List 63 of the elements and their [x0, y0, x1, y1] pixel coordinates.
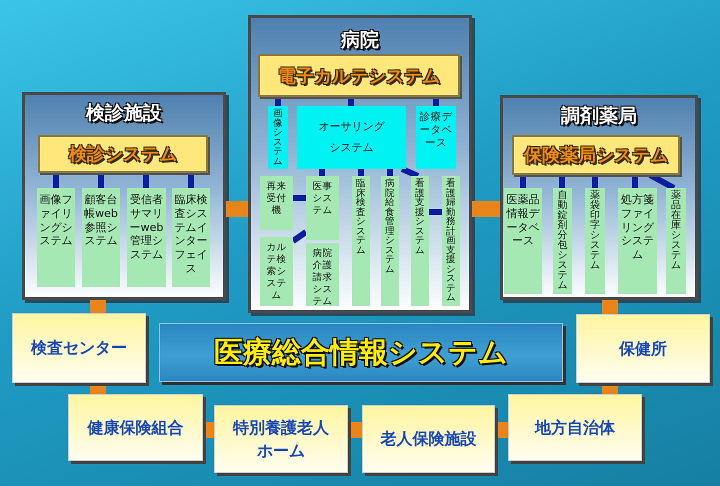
panel-heading: 病院 [340, 28, 380, 53]
facility-panel [248, 15, 472, 313]
subsystem-box: 病院給食管理システム [381, 176, 399, 306]
subsystem-box: 臨床検査システムインターフェイス [172, 188, 210, 287]
organization-box: 特別養護老人ホーム [214, 405, 348, 473]
subsystem-box: 再来受付機 [260, 176, 293, 230]
connector-line [291, 230, 308, 244]
pipe-connector [90, 383, 106, 394]
subsystem-box: 顧客台帳web参照システム [82, 188, 120, 287]
subsystem-box: 臨床検査システム [352, 176, 370, 306]
subsystem-box: 薬品在庫システム [666, 188, 686, 294]
connector-line [433, 97, 439, 106]
connector-line [400, 166, 420, 179]
subsystem-box: 受信者サマリーweb管理システム [127, 188, 166, 287]
subsystem-box: 看護婦勤務計画支援システム [442, 176, 460, 306]
subsystem-box: 自動錠剤分包システム [553, 188, 572, 294]
connector-line [387, 169, 393, 176]
subsystem-box: 医薬品情報データベース [504, 188, 542, 294]
subsystem-box: 病院介護請求システム [306, 243, 339, 306]
pipe-connector [602, 300, 618, 314]
connector-line [53, 173, 59, 188]
connector-line [632, 175, 638, 188]
pipe-connector [226, 201, 248, 217]
connector-line [98, 173, 104, 188]
subsystem-box: カルテ検索システム [260, 237, 293, 306]
connector-line [319, 169, 325, 176]
connector-line [429, 209, 442, 215]
facility-panel [22, 92, 226, 300]
organization-box: 検査センター [12, 313, 146, 383]
panel-heading: 検診施設 [84, 101, 163, 126]
subsystem-box: 診療データベース [416, 106, 456, 169]
pipe-connector [602, 383, 618, 394]
subsystem-box: 医事システム [306, 176, 339, 240]
subsystem-box: オーサリングシステム [297, 106, 406, 169]
pipe-connector [495, 422, 508, 438]
subsystem-box: 画像システム [268, 106, 288, 169]
subsystem-box: 看護支援システム [411, 176, 429, 306]
connector-line [143, 173, 149, 188]
organization-box: 老人保険施設 [362, 405, 495, 473]
subsystem-box: 処方箋ファイリングシステム [618, 188, 657, 294]
pipe-connector [472, 201, 500, 217]
connector-line [348, 97, 354, 106]
connector-line [520, 175, 526, 188]
panel-heading: 調剤薬局 [560, 104, 638, 129]
organization-box: 保健所 [576, 314, 710, 383]
system-title-box: 電子カルテシステム [258, 54, 460, 97]
system-title-box: 保険薬局システム [512, 135, 680, 175]
connector-line [592, 175, 598, 188]
central-system-box: 医療総合情報システム [159, 323, 563, 382]
connector-line [188, 173, 194, 188]
pipe-connector [90, 300, 106, 313]
system-title-box: 検診システム [38, 135, 208, 173]
pipe-connector [348, 422, 362, 438]
subsystem-box: 薬袋印字システム [585, 188, 605, 294]
connector-line [559, 175, 565, 188]
connector-line [358, 169, 364, 176]
pipe-connector [203, 422, 214, 438]
organization-box: 地方自治体 [508, 394, 642, 461]
connector-line [293, 195, 306, 201]
facility-panel [500, 95, 698, 300]
subsystem-box: 画像ファイリングシステム [37, 188, 75, 287]
connector-line [275, 97, 281, 106]
organization-box: 健康保険組合 [68, 394, 203, 461]
